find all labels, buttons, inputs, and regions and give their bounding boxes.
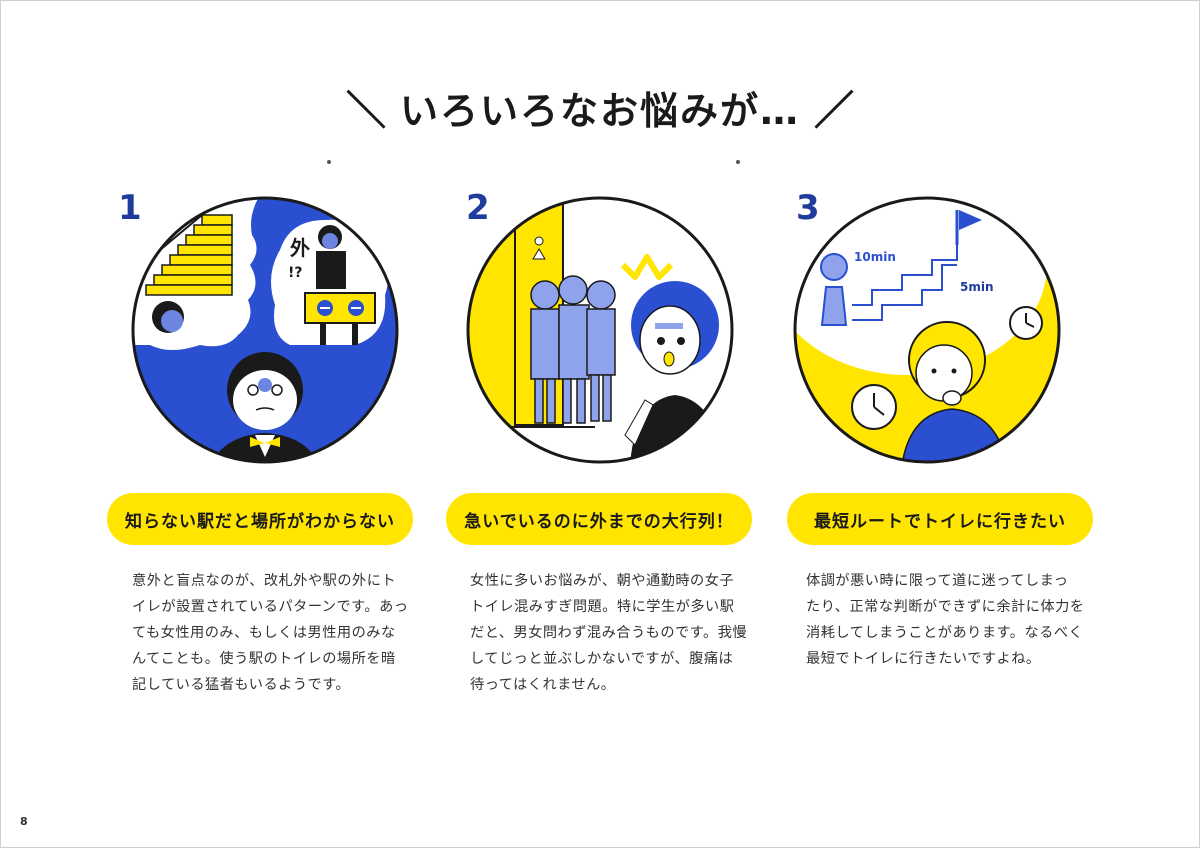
section-2-number: 2 (466, 188, 490, 228)
section-3-number: 3 (796, 188, 820, 228)
body-line: してじっと並ぶしかないですが、腹痛は (470, 651, 734, 667)
section-1-number: 1 (118, 188, 142, 228)
body-line: トイレ混みすぎ問題。特に学生が多い駅 (470, 599, 735, 615)
section-3-label: 最短ルートでトイレに行きたい (787, 493, 1093, 545)
section-3-body: 体調が悪い時に限って道に迷ってしまっ たり、正常な判断ができずに余計に体力を 消… (806, 568, 1085, 672)
decor-dot (327, 160, 331, 164)
sign-marks: !? (288, 265, 303, 281)
body-line: 記している猛者もいるようです。 (132, 677, 351, 693)
body-line: 待ってはくれません。 (470, 677, 616, 693)
body-line: んてことも。使う駅のトイレの場所を暗 (132, 651, 396, 667)
section-1-body: 意外と盲点なのが、改札外や駅の外にト イレが設置されているパターンです。あっ て… (132, 568, 409, 698)
section-1-illustration: 外 !? (130, 195, 400, 465)
section-2-illustration (465, 195, 735, 465)
section-2-label: 急いでいるのに外までの大行列！ (446, 493, 752, 545)
body-line: 意外と盲点なのが、改札外や駅の外にト (132, 573, 397, 589)
route-long-label: 10min (854, 250, 896, 264)
route-short-label: 5min (960, 280, 994, 294)
heading-left-mark: ＼ (345, 88, 386, 134)
clock-icon (1009, 306, 1043, 340)
section-1-label: 知らない駅だと場所がわからない (107, 493, 413, 545)
section-2-body: 女性に多いお悩みが、朝や通勤時の女子 トイレ混みすぎ問題。特に学生が多い駅 だと… (470, 568, 748, 698)
body-line: 体調が悪い時に限って道に迷ってしまっ (806, 573, 1069, 589)
page-number: 8 (20, 815, 28, 828)
section-3-illustration: 10min 5min (792, 195, 1062, 465)
sign-kanji: 外 (290, 236, 310, 260)
body-line: 最短でトイレに行きたいですよね。 (806, 651, 1041, 667)
body-line: ても女性用のみ、もしくは男性用のみな (132, 625, 396, 641)
decor-dot (736, 160, 740, 164)
body-line: 女性に多いお悩みが、朝や通勤時の女子 (470, 573, 735, 589)
heading-right-mark: ／ (814, 88, 854, 134)
clock-icon (851, 384, 897, 430)
page-heading: ＼ いろいろなお悩みが… ／ (0, 82, 1200, 134)
body-line: 消耗してしまうことがあります。なるべく (806, 625, 1084, 641)
heading-text: いろいろなお悩みが… (399, 88, 800, 133)
body-line: だと、男女問わず混み合うものです。我慢 (470, 625, 748, 641)
body-line: イレが設置されているパターンです。あっ (132, 599, 409, 615)
body-line: たり、正常な判断ができずに余計に体力を (806, 599, 1085, 615)
